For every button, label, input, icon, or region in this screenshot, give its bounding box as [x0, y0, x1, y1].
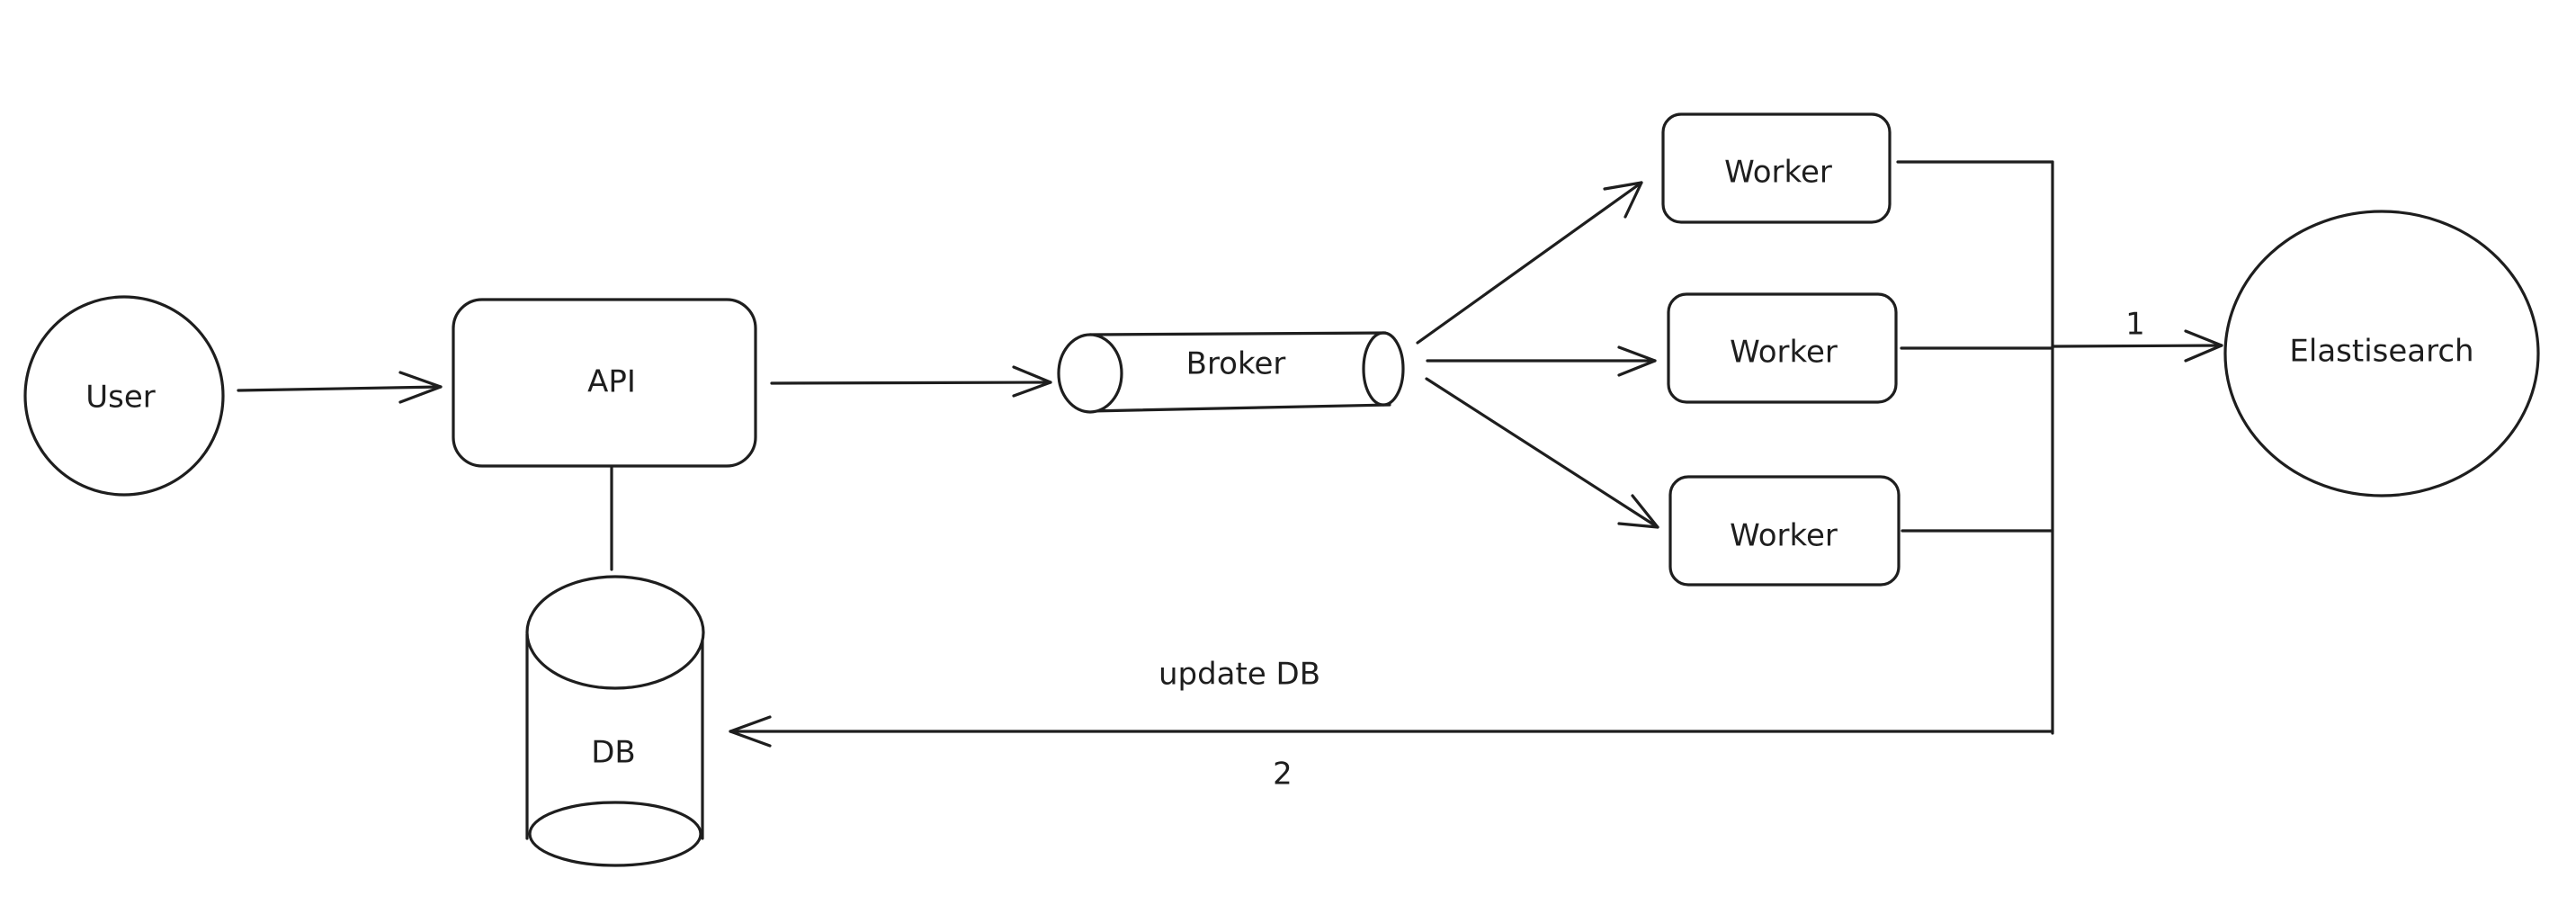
edge-label-1: 1	[2125, 307, 2145, 343]
db-node: DB	[525, 575, 705, 867]
broker-node: Broker	[1057, 331, 1405, 414]
worker-node-3: Worker	[1668, 475, 1901, 587]
db-label: DB	[591, 735, 636, 771]
api-label: API	[587, 364, 636, 400]
edge-label-update-db: update DB	[1158, 657, 1320, 693]
elasticsearch-label: Elastisearch	[2289, 334, 2473, 370]
arrow-broker-to-worker-1	[1416, 181, 1643, 345]
arrow-broker-to-worker-3	[1425, 377, 1659, 529]
arrow-to-elasticsearch	[2051, 329, 2223, 363]
user-label: User	[85, 380, 156, 416]
api-node: API	[452, 298, 757, 468]
worker-3-label: Worker	[1730, 518, 1838, 554]
edge-label-2: 2	[1273, 757, 1292, 793]
arrow-user-to-api	[237, 371, 443, 404]
arrow-broker-to-worker-2	[1426, 345, 1657, 377]
arrow-update-db	[729, 715, 2054, 748]
worker-2-label: Worker	[1730, 335, 1838, 371]
arrow-api-to-broker	[770, 365, 1052, 398]
user-node: User	[23, 295, 225, 497]
worker-node-1: Worker	[1661, 112, 1892, 224]
broker-label: Broker	[1186, 346, 1286, 382]
worker-1-label: Worker	[1724, 155, 1832, 191]
worker-node-2: Worker	[1667, 292, 1898, 404]
elasticsearch-node: Elastisearch	[2223, 210, 2540, 497]
